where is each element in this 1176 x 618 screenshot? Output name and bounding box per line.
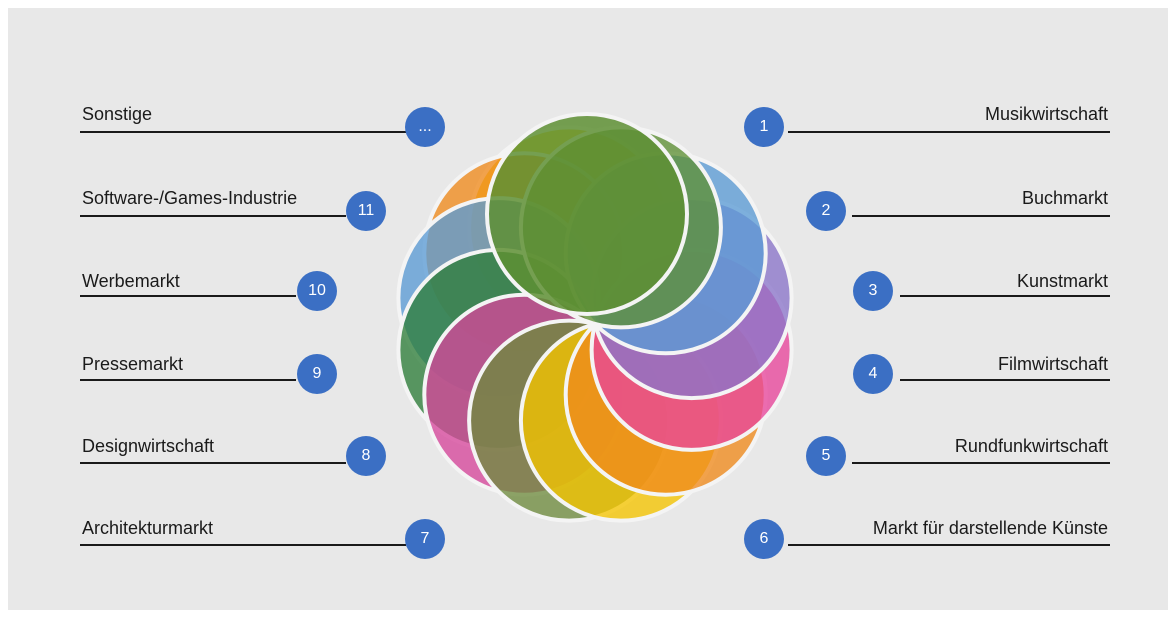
label-darstellende-kuenste: Markt für darstellende Künste [872,518,1108,538]
badge-4: 4 [853,354,893,394]
label-rule [852,215,1110,217]
label-kunstmarkt: Kunstmarkt [1016,271,1108,291]
label-rule [80,544,406,546]
badge-9: 9 [297,354,337,394]
label-architekturmarkt: Architekturmarkt [82,518,214,538]
label-buchmarkt: Buchmarkt [1021,188,1108,208]
label-rule [80,131,406,133]
label-rule [80,295,296,297]
label-rule [900,379,1110,381]
badge-2: 2 [806,191,846,231]
badge-5: 5 [806,436,846,476]
label-rule [80,462,346,464]
label-filmwirtschaft: Filmwirtschaft [997,354,1108,374]
badge-7: 7 [405,519,445,559]
label-designwirtschaft: Designwirtschaft [82,436,215,456]
label-pressemarkt: Pressemarkt [82,354,184,374]
label-rule [852,462,1110,464]
badge-1: 1 [744,107,784,147]
label-rule [80,215,346,217]
badge-11: 11 [346,191,386,231]
diagram-panel: Sonstige ... Software-/Games-Industrie 1… [8,8,1168,610]
label-rule [788,131,1110,133]
petal-flower [396,112,794,523]
label-rule [80,379,296,381]
label-rundfunkwirtschaft: Rundfunkwirtschaft [954,436,1108,456]
badge-sonstige: ... [405,107,445,147]
label-werbemarkt: Werbemarkt [82,271,180,291]
label-rule [788,544,1110,546]
label-software-games: Software-/Games-Industrie [82,188,298,208]
badge-3: 3 [853,271,893,311]
label-musikwirtschaft: Musikwirtschaft [984,104,1108,124]
label-sonstige: Sonstige [82,104,153,124]
badge-10: 10 [297,271,337,311]
petal-circle-top [485,112,689,316]
badge-8: 8 [346,436,386,476]
badge-6: 6 [744,519,784,559]
label-rule [900,295,1110,297]
